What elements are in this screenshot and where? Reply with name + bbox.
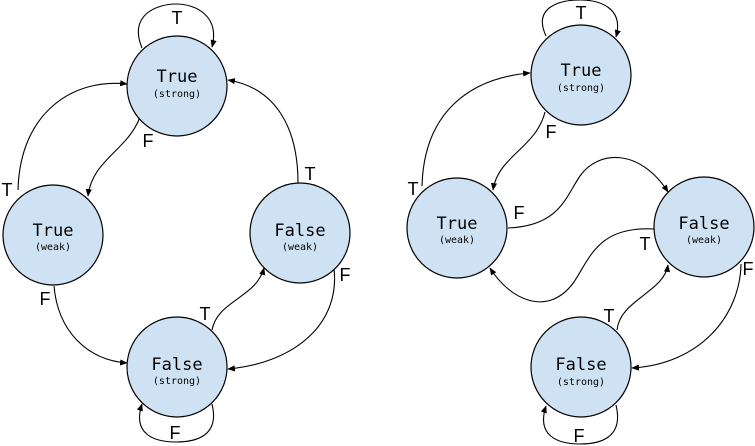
left-edge-strong-false-to-weak-false-T [211, 267, 266, 331]
state-sub: (weak) [282, 242, 318, 253]
right-node-strong-true: True (strong) [530, 24, 632, 126]
right-node-strong-false: False (strong) [530, 316, 632, 418]
right-label-T: T [408, 179, 419, 199]
left-edge-strong-true-to-weak-true-F [85, 116, 141, 197]
left-label-F: F [143, 131, 154, 151]
state-sub: (weak) [439, 235, 475, 246]
state-name: True [437, 214, 478, 234]
right-diagram: True (strong) True (weak) False (weak) F… [406, 0, 755, 446]
left-label-T: T [305, 164, 316, 184]
left-edge-weak-true-to-strong-true-T [17, 80, 128, 191]
state-name: False [151, 355, 202, 375]
state-name: True [157, 67, 198, 87]
state-sub: (weak) [35, 242, 71, 253]
right-node-weak-true: True (weak) [406, 177, 508, 279]
left-label-F-self: F [170, 423, 181, 443]
right-label-F-self: F [574, 426, 585, 446]
state-sub: (strong) [153, 89, 201, 100]
right-node-weak-false: False (weak) [653, 176, 755, 278]
left-edge-strong-false-self-F [136, 403, 215, 443]
left-label-F: F [340, 265, 351, 285]
state-sub: (strong) [557, 83, 605, 94]
right-label-F: F [743, 259, 754, 279]
left-label-F: F [40, 289, 51, 309]
right-edge-strong-false-to-weak-false-T [616, 264, 671, 331]
right-edge-weak-false-to-strong-false-F [631, 263, 742, 371]
right-edge-weak-false-to-weak-true-T [489, 228, 655, 303]
right-label-F: F [514, 203, 525, 223]
left-node-weak-true: True (weak) [2, 184, 104, 286]
right-edge-strong-true-self-T [541, 0, 621, 38]
left-node-strong-true: True (strong) [126, 35, 228, 137]
state-sub: (weak) [686, 235, 722, 246]
state-name: True [561, 61, 602, 81]
left-node-weak-false: False (weak) [249, 182, 351, 284]
right-label-T: T [640, 234, 651, 254]
right-edge-strong-false-self-F [540, 404, 619, 445]
right-label-T-self: T [576, 3, 587, 23]
left-edge-weak-true-to-strong-false-F [53, 285, 128, 366]
right-edge-weak-true-to-weak-false-F [507, 157, 669, 229]
left-label-T: T [200, 304, 211, 324]
left-node-strong-false: False (strong) [126, 316, 228, 418]
state-name: True [33, 221, 74, 241]
left-label-T: T [2, 180, 13, 200]
left-edge-weak-false-to-strong-false-F [227, 268, 336, 372]
left-diagram: True (strong) True (weak) False (weak) F… [2, 3, 351, 443]
right-edge-strong-true-to-weak-true-F [490, 111, 546, 191]
right-label-F: F [546, 122, 557, 142]
left-edge-weak-false-to-strong-true-T [227, 78, 299, 184]
left-label-T-self: T [172, 8, 183, 28]
state-sub: (strong) [557, 377, 605, 388]
left-edge-strong-true-self-T [137, 3, 217, 49]
right-edge-weak-true-to-strong-true-T [421, 70, 531, 187]
state-name: False [274, 221, 325, 241]
right-label-T: T [604, 306, 615, 326]
state-name: False [555, 355, 606, 375]
state-sub: (strong) [153, 376, 201, 387]
state-name: False [678, 214, 729, 234]
